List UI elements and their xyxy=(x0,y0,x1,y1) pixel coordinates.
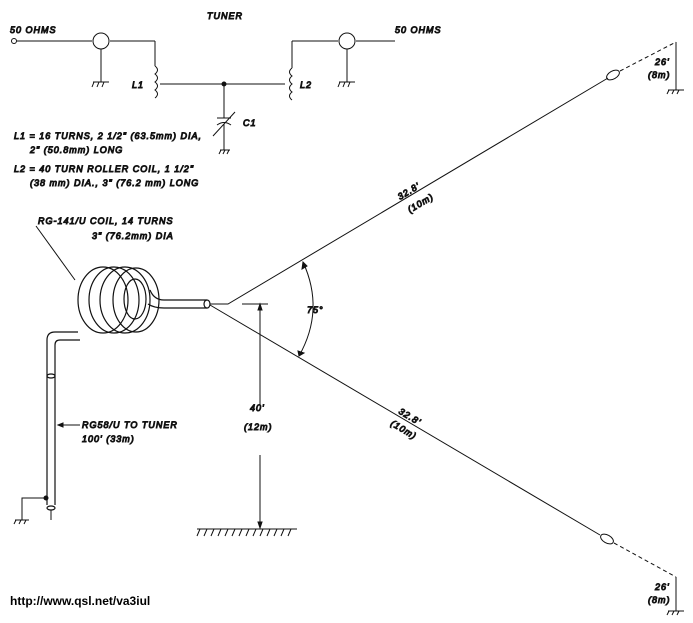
angle-label: 75° xyxy=(307,305,324,315)
height-label-m: (12m) xyxy=(244,422,273,432)
lower-ground xyxy=(666,610,684,616)
earth-ground xyxy=(196,528,297,537)
tuner-title: TUNER xyxy=(207,11,243,21)
coil-pointer-arrow xyxy=(35,225,76,281)
feed-note-b: 100' (33m) xyxy=(82,434,135,444)
input-label: 50 OHMS xyxy=(10,25,57,35)
upper-insulator xyxy=(606,69,620,81)
inductor-l2 xyxy=(289,40,338,101)
height-dimension xyxy=(242,303,268,528)
note-l2-b: (38 mm) DIA., 3" (76.2 mm) LONG xyxy=(30,178,199,188)
feed-note-a: RG58/U TO TUNER xyxy=(82,420,178,430)
upper-ground xyxy=(666,89,684,95)
capacitor-c1 xyxy=(212,84,236,155)
l1-label: L1 xyxy=(132,80,144,90)
input-connector xyxy=(11,32,155,88)
upper-pole-height: 26' xyxy=(654,57,670,67)
source-url: http://www.qsl.net/va3iul xyxy=(10,594,151,608)
inductor-l1 xyxy=(154,41,158,99)
coil-note-a: RG-141/U COIL, 14 TURNS xyxy=(38,216,174,226)
note-l2-a: L2 = 40 TURN ROLLER COIL, 1 1/2" xyxy=(14,164,194,174)
l2-label: L2 xyxy=(300,80,312,90)
output-label: 50 OHMS xyxy=(395,25,442,35)
upper-pole-height-m: (8m) xyxy=(648,70,671,80)
upper-wire xyxy=(210,77,609,305)
c1-label: C1 xyxy=(243,118,257,128)
output-connector xyxy=(337,32,395,88)
lower-rope xyxy=(613,542,677,578)
angle-arrowheads xyxy=(297,260,308,357)
lower-insulator xyxy=(600,533,614,545)
ground-symbol xyxy=(13,497,46,525)
note-l1-a: L1 = 16 TURNS, 2 1/2" (63.5mm) DIA, xyxy=(14,131,202,141)
arrowhead xyxy=(56,422,64,428)
height-label: 40' xyxy=(250,403,265,413)
coil-note-b: 3" (76.2mm) DIA xyxy=(92,231,174,241)
note-l1-b: 2" (50.8mm) LONG xyxy=(29,145,123,155)
angle-arc xyxy=(298,261,314,357)
height-arrowheads xyxy=(257,302,263,530)
upper-rope xyxy=(619,41,677,72)
lower-pole-height-m: (8m) xyxy=(648,595,671,605)
lower-wire xyxy=(209,304,601,536)
lower-pole-height: 26' xyxy=(654,582,670,592)
coax-coil xyxy=(46,266,211,511)
